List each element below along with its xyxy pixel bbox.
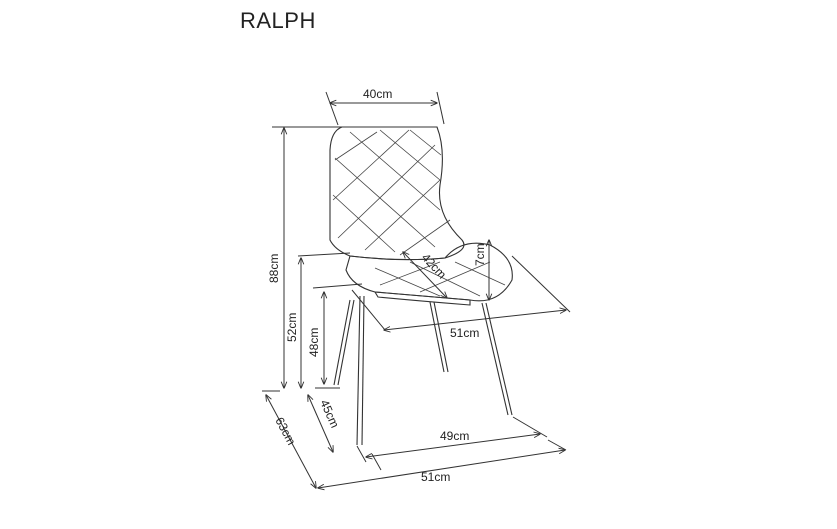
label-total-height: 88cm <box>267 254 281 283</box>
dim-overall-depth: 63cm <box>262 390 316 488</box>
dim-seat-height: 48cm <box>307 283 363 384</box>
leg-front-left <box>356 295 361 446</box>
label-overall-width: 51cm <box>421 470 450 484</box>
label-arm-height: 52cm <box>285 313 299 342</box>
seat-front-edge <box>373 291 471 306</box>
label-leg-width: 49cm <box>440 429 469 443</box>
dim-leg-width: 49cm <box>356 416 548 463</box>
dim-total-height: 88cm <box>267 126 342 388</box>
leg-back-right <box>429 301 445 373</box>
dim-seat-depth: 42cm <box>403 250 449 298</box>
leg-front-right-b <box>485 302 513 416</box>
dim-seat-width: 51cm <box>351 255 571 340</box>
dim-leg-depth: 45cm <box>308 387 342 452</box>
leg-front-left-b <box>361 295 365 446</box>
leg-front-right <box>481 302 509 416</box>
leg-back-left-b <box>337 299 355 386</box>
label-seat-depth: 42cm <box>419 250 449 281</box>
dim-arm-height: 52cm <box>285 252 351 388</box>
dim-cushion-thickness: 7cm <box>473 240 489 300</box>
label-cushion-thickness: 7cm <box>473 243 487 266</box>
dim-back-width: 40cm <box>325 87 445 126</box>
product-title: RALPH <box>240 8 316 33</box>
label-seat-width: 51cm <box>450 326 479 340</box>
label-overall-depth: 63cm <box>272 415 298 447</box>
leg-back-left <box>333 299 351 386</box>
label-back-width: 40cm <box>363 87 392 101</box>
backrest-outline <box>329 126 465 261</box>
chair-outline <box>329 126 513 446</box>
label-seat-height: 48cm <box>307 328 321 357</box>
quilt-pattern <box>332 129 506 297</box>
leg-back-right-b <box>433 301 449 373</box>
dim-overall-width: 51cm <box>318 439 567 488</box>
